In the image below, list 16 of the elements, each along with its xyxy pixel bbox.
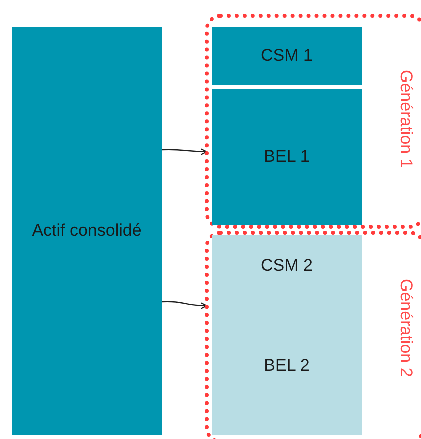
stack-block bbox=[12, 27, 162, 435]
block-label: CSM 1 bbox=[261, 46, 313, 66]
block-label: BEL 1 bbox=[264, 147, 310, 167]
group-title: Génération 2 bbox=[396, 279, 416, 378]
arrow bbox=[162, 301, 208, 310]
block-label: BEL 2 bbox=[264, 356, 310, 376]
block-label: CSM 2 bbox=[261, 256, 313, 276]
arrow bbox=[162, 148, 208, 156]
stack-block bbox=[212, 297, 362, 435]
stack-block bbox=[212, 27, 362, 85]
block-label: Actif consolidé bbox=[32, 221, 142, 241]
dotted-group-outline bbox=[205, 231, 421, 439]
stack-block bbox=[212, 89, 362, 225]
dotted-group-outline bbox=[205, 14, 421, 229]
stack-block bbox=[212, 235, 362, 297]
group-title: Génération 1 bbox=[396, 70, 416, 168]
